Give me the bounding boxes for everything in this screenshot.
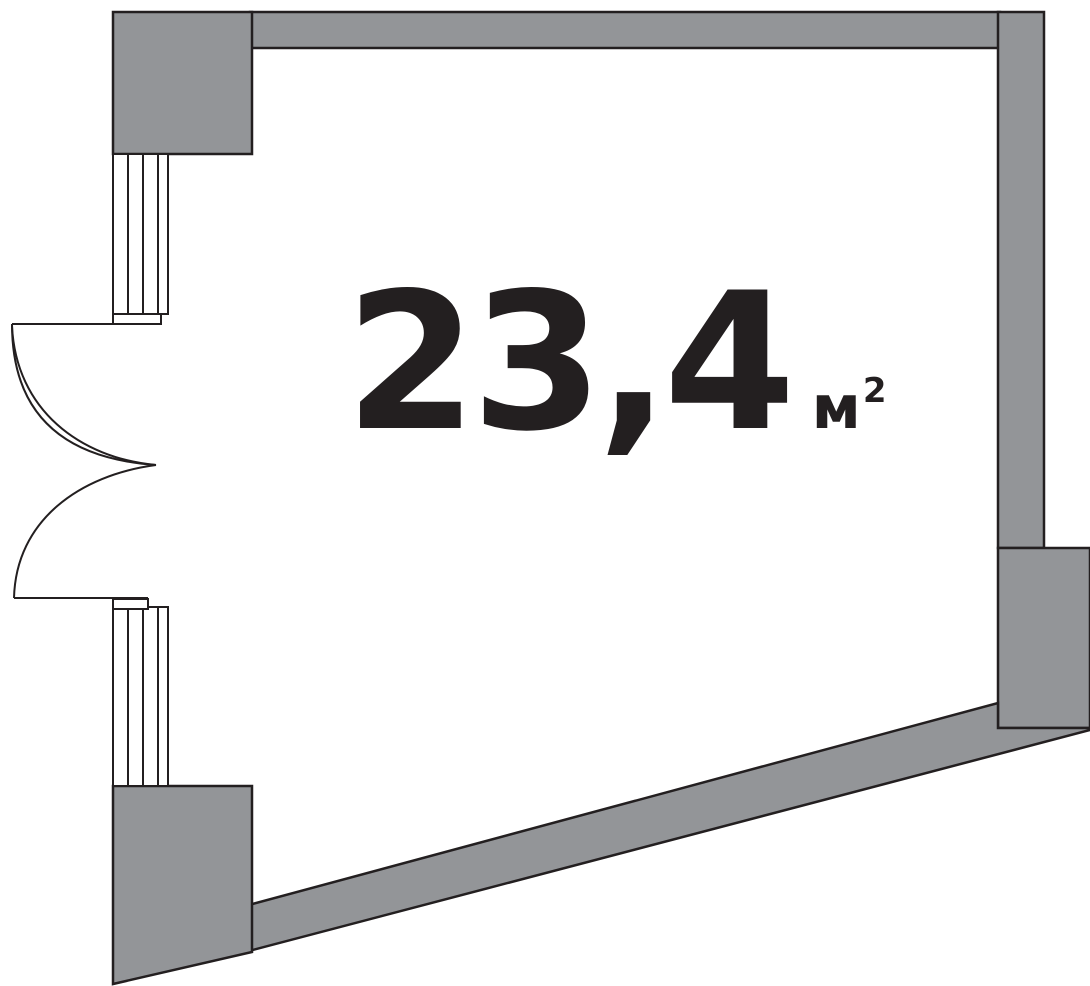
top-wall bbox=[248, 10, 1002, 50]
area-value: 23,4 bbox=[345, 252, 796, 473]
area-unit-power: 2 bbox=[862, 371, 887, 411]
bottom-wall bbox=[243, 701, 1090, 954]
right-column bbox=[996, 546, 1090, 730]
lower-window bbox=[112, 598, 169, 787]
upper-window bbox=[112, 153, 169, 325]
bottom-left-column bbox=[111, 784, 254, 986]
right-wall bbox=[996, 10, 1046, 550]
area-unit: м2 bbox=[812, 374, 887, 438]
double-door bbox=[11, 323, 158, 607]
area-unit-text: м bbox=[811, 373, 861, 443]
top-left-column bbox=[111, 10, 254, 156]
